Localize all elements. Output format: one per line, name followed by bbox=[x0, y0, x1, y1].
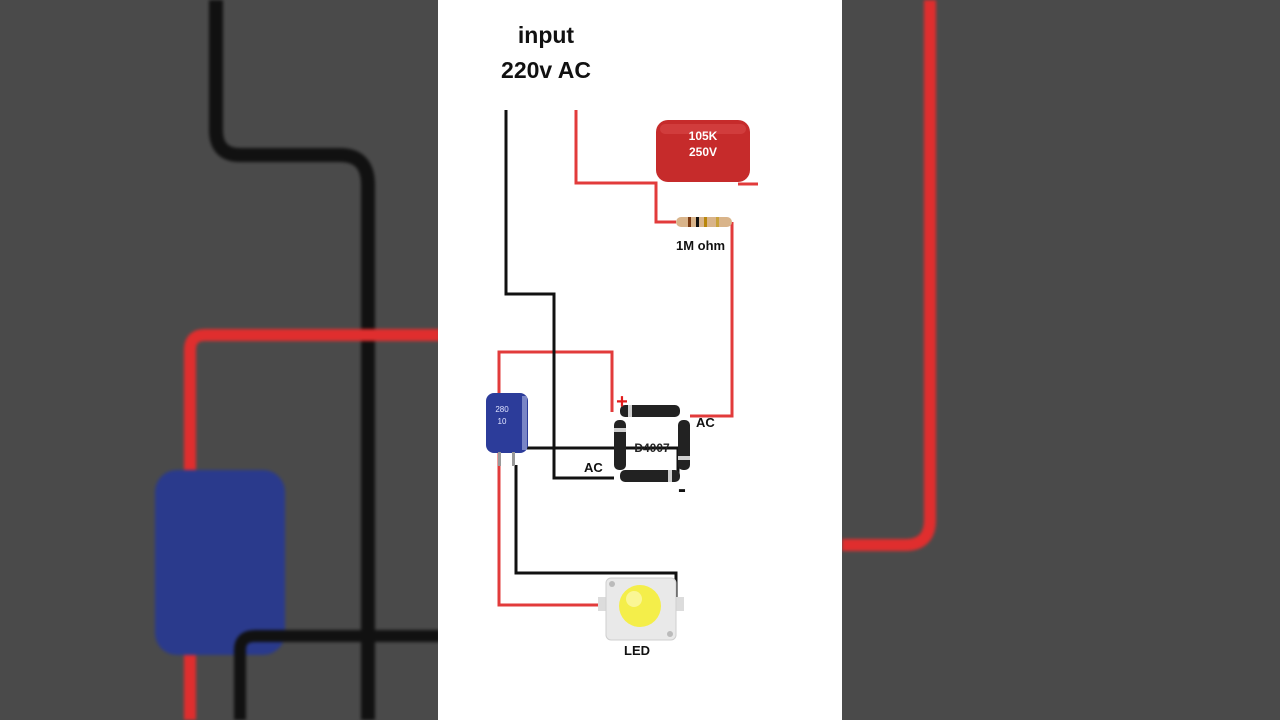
circuit-drawing: 105K 250V 280 10 bbox=[486, 110, 758, 641]
input-label: input bbox=[517, 22, 575, 48]
voltage-label: 220v AC bbox=[501, 57, 591, 83]
red-wire-to-bridge-ac bbox=[690, 222, 734, 418]
capacitor-value-text: 105K bbox=[689, 129, 718, 143]
resistor bbox=[676, 217, 732, 227]
led-label: LED bbox=[624, 643, 650, 658]
bridge-label: D4007 bbox=[634, 441, 670, 455]
negative-terminal-label: - bbox=[678, 476, 686, 503]
black-wire-input bbox=[504, 110, 614, 480]
svg-text:10: 10 bbox=[498, 417, 507, 426]
capacitor-voltage-text: 250V bbox=[689, 145, 717, 159]
ac-label-right: AC bbox=[696, 415, 715, 430]
bridge-rectifier: D4007 + - AC AC bbox=[584, 391, 715, 503]
red-wire-positive bbox=[497, 350, 614, 607]
ac-label-left: AC bbox=[584, 460, 603, 475]
svg-text:280: 280 bbox=[495, 405, 509, 414]
electrolytic-capacitor: 280 10 bbox=[486, 393, 528, 466]
resistor-label: 1M ohm bbox=[676, 238, 726, 253]
positive-terminal-label: + bbox=[616, 391, 628, 413]
red-wire-input bbox=[574, 110, 676, 224]
led-module bbox=[598, 577, 684, 641]
circuit-diagram-panel: input 220v AC 105K 250V bbox=[438, 0, 842, 720]
film-capacitor: 105K 250V bbox=[656, 120, 750, 182]
